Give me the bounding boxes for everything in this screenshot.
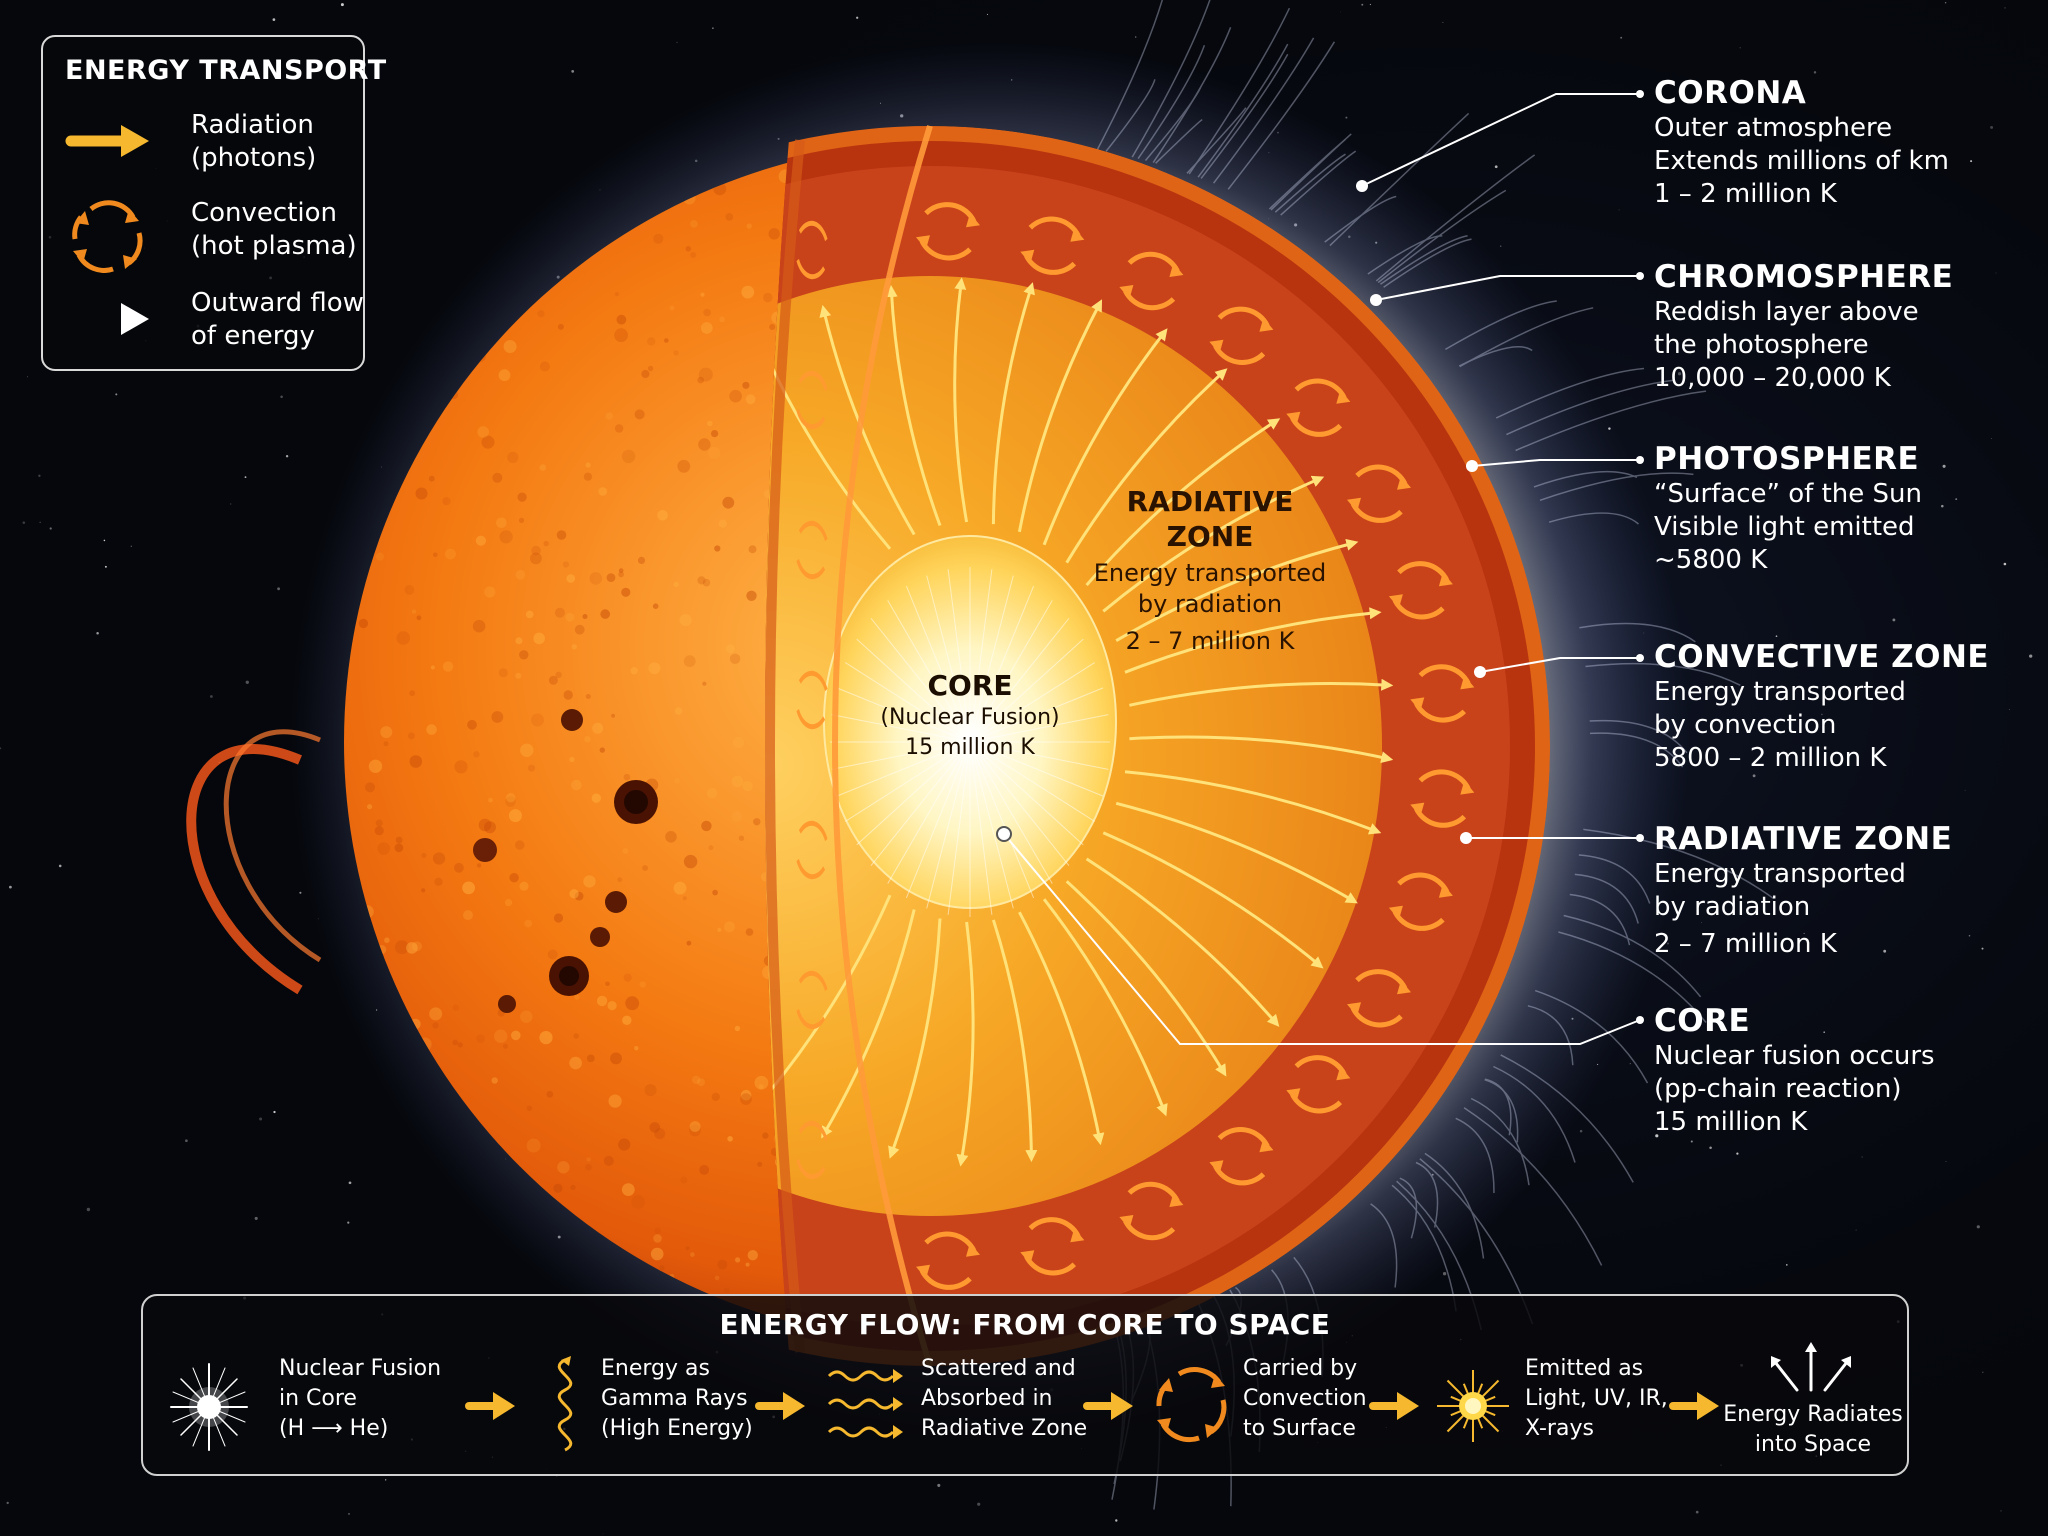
- layer-desc: Outer atmosphere: [1654, 112, 2034, 145]
- fusion-starburst-icon: [169, 1354, 249, 1464]
- radiative-zone-title-2: ZONE: [1080, 519, 1340, 554]
- layer-label-photosphere: PHOTOSPHERE “Surface” of the Sun Visible…: [1654, 440, 2034, 577]
- legend-sublabel: of energy: [191, 320, 364, 353]
- legend-item-outward-flow: Outward flow of energy: [63, 287, 353, 357]
- flow-step-gamma-rays: Energy as Gamma Rays (High Energy): [535, 1354, 785, 1464]
- flow-step-text: Emitted as: [1525, 1354, 1668, 1384]
- layer-name: RADIATIVE ZONE: [1654, 820, 2034, 858]
- layer-name: CORE: [1654, 1002, 2034, 1040]
- flow-step-radiates: Energy Radiates into Space: [1723, 1340, 1903, 1450]
- flow-step-text: (High Energy): [601, 1414, 753, 1444]
- layer-temp: ~5800 K: [1654, 544, 2034, 577]
- outward-flow-arrow-icon: [63, 287, 163, 357]
- layer-label-corona: CORONA Outer atmosphere Extends millions…: [1654, 74, 2034, 211]
- flow-step-text: (H ⟶ He): [279, 1414, 441, 1444]
- legend-title: ENERGY TRANSPORT: [65, 55, 387, 86]
- legend-item-convection: Convection (hot plasma): [63, 197, 353, 267]
- flow-step-text: Convection: [1243, 1384, 1367, 1414]
- layer-desc: Reddish layer above: [1654, 296, 2034, 329]
- flow-arrow-icon: [465, 1386, 521, 1426]
- core-temp: 15 million K: [860, 733, 1080, 763]
- layer-desc: the photosphere: [1654, 329, 2034, 362]
- layer-desc: “Surface” of the Sun: [1654, 478, 2034, 511]
- legend-item-radiation: Radiation (photons): [63, 109, 353, 179]
- layer-name: CHROMOSPHERE: [1654, 258, 2034, 296]
- flow-step-text: in Core: [279, 1384, 441, 1414]
- core-desc: (Nuclear Fusion): [860, 703, 1080, 733]
- scattered-waves-icon: [825, 1354, 905, 1464]
- layer-temp: 2 – 7 million K: [1654, 928, 2034, 961]
- flow-step-text: X-rays: [1525, 1414, 1668, 1444]
- layer-desc: (pp-chain reaction): [1654, 1073, 2034, 1106]
- layer-label-convective-zone: CONVECTIVE ZONE Energy transported by co…: [1654, 638, 2034, 775]
- flow-arrow-icon: [1669, 1386, 1725, 1426]
- layer-name: PHOTOSPHERE: [1654, 440, 2034, 478]
- energy-transport-legend: ENERGY TRANSPORT Radiation (photons): [41, 35, 365, 371]
- layer-label-chromosphere: CHROMOSPHERE Reddish layer above the pho…: [1654, 258, 2034, 395]
- flow-step-text: into Space: [1723, 1430, 1903, 1460]
- radiating-arrows-icon: [1761, 1340, 1861, 1396]
- convection-cycle-icon: [1153, 1354, 1227, 1464]
- radiative-zone-desc: Energy transported: [1080, 558, 1340, 589]
- flow-step-text: Scattered and: [921, 1354, 1087, 1384]
- flow-step-text: to Surface: [1243, 1414, 1367, 1444]
- layer-name: CORONA: [1654, 74, 2034, 112]
- energy-flow-panel: ENERGY FLOW: FROM CORE TO SPACE Nucl: [141, 1294, 1909, 1476]
- energy-flow-title: ENERGY FLOW: FROM CORE TO SPACE: [143, 1308, 1907, 1341]
- core-title: CORE: [860, 668, 1080, 703]
- sunburst-icon: [1433, 1354, 1513, 1464]
- flow-step-scattered: Scattered and Absorbed in Radiative Zone: [825, 1354, 1115, 1464]
- flow-arrow-icon: [1369, 1386, 1425, 1426]
- radiative-zone-inner-label: RADIATIVE ZONE Energy transported by rad…: [1080, 484, 1340, 657]
- flow-step-text: Nuclear Fusion: [279, 1354, 441, 1384]
- layer-desc: by radiation: [1654, 891, 2034, 924]
- flow-step-text: Absorbed in: [921, 1384, 1087, 1414]
- layer-name: CONVECTIVE ZONE: [1654, 638, 2034, 676]
- layer-temp: 1 – 2 million K: [1654, 178, 2034, 211]
- layer-desc: Energy transported: [1654, 858, 2034, 891]
- convection-cycle-icon: [63, 197, 163, 273]
- flow-arrow-icon: [1083, 1386, 1139, 1426]
- flow-step-text: Gamma Rays: [601, 1384, 753, 1414]
- core-inner-label: CORE (Nuclear Fusion) 15 million K: [860, 668, 1080, 763]
- flow-step-text: Light, UV, IR,: [1525, 1384, 1668, 1414]
- radiative-zone-desc-2: by radiation: [1080, 589, 1340, 620]
- flow-step-fusion: Nuclear Fusion in Core (H ⟶ He): [169, 1354, 459, 1464]
- radiative-zone-temp: 2 – 7 million K: [1080, 626, 1340, 657]
- layer-temp: 5800 – 2 million K: [1654, 742, 2034, 775]
- layer-label-core: CORE Nuclear fusion occurs (pp-chain rea…: [1654, 1002, 2034, 1139]
- flow-step-convection: Carried by Convection to Surface: [1153, 1354, 1393, 1464]
- radiative-zone-title: RADIATIVE: [1080, 484, 1340, 519]
- layer-desc: Visible light emitted: [1654, 511, 2034, 544]
- layer-desc: Extends millions of km: [1654, 145, 2034, 178]
- gamma-ray-wave-icon: [535, 1354, 595, 1464]
- legend-label: Radiation: [191, 109, 316, 142]
- layer-label-radiative-zone: RADIATIVE ZONE Energy transported by rad…: [1654, 820, 2034, 961]
- flow-step-text: Radiative Zone: [921, 1414, 1087, 1444]
- flow-step-text: Energy Radiates: [1723, 1400, 1903, 1430]
- legend-sublabel: (hot plasma): [191, 230, 357, 263]
- flow-step-emitted: Emitted as Light, UV, IR, X-rays: [1433, 1354, 1693, 1464]
- layer-desc: by convection: [1654, 709, 2034, 742]
- flow-step-text: Energy as: [601, 1354, 753, 1384]
- layer-desc: Energy transported: [1654, 676, 2034, 709]
- legend-label: Outward flow: [191, 287, 364, 320]
- layer-desc: Nuclear fusion occurs: [1654, 1040, 2034, 1073]
- layer-temp: 15 million K: [1654, 1106, 2034, 1139]
- flow-arrow-icon: [755, 1386, 811, 1426]
- flow-step-text: Carried by: [1243, 1354, 1367, 1384]
- radiation-arrow-icon: [63, 109, 163, 179]
- layer-temp: 10,000 – 20,000 K: [1654, 362, 2034, 395]
- legend-label: Convection: [191, 197, 357, 230]
- legend-sublabel: (photons): [191, 142, 316, 175]
